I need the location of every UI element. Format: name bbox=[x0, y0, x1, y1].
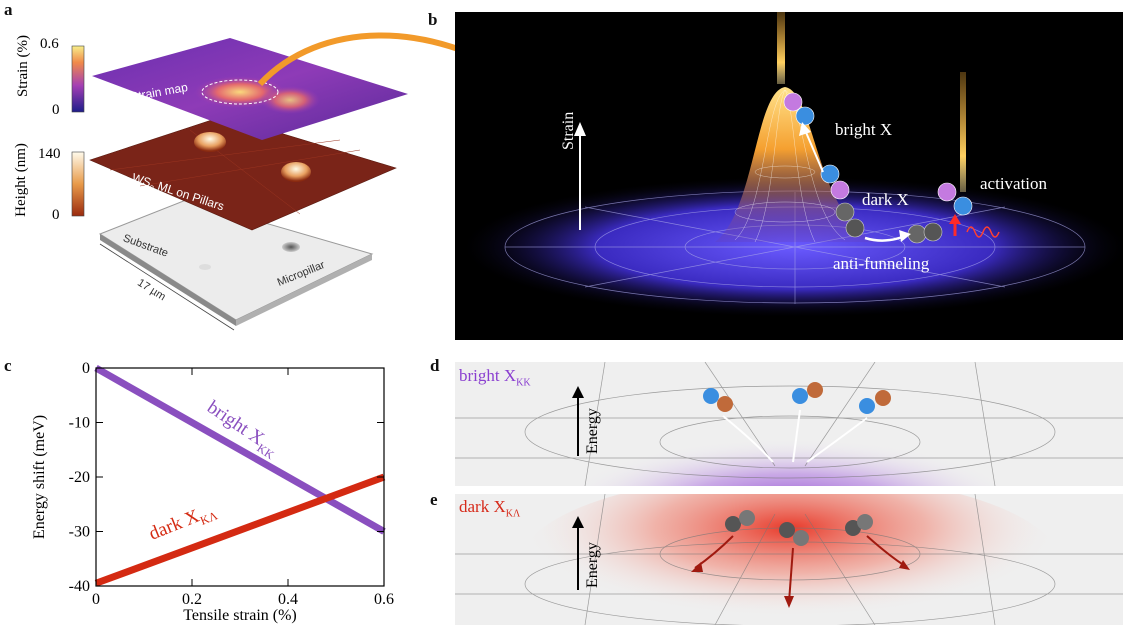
strain-axis-label: Strain (%) bbox=[15, 34, 31, 98]
strain-colorbar bbox=[71, 45, 85, 113]
strain-peak bbox=[715, 87, 875, 242]
height-axis-min: 0 bbox=[52, 207, 60, 223]
exciton-dark bbox=[835, 202, 943, 244]
energy-label-e: Energy bbox=[584, 542, 601, 588]
panel-e-figure bbox=[455, 494, 1123, 625]
x-axis-label: Tensile strain (%) bbox=[183, 607, 297, 624]
pillar-bump-1 bbox=[194, 132, 226, 152]
strain-highlight-ellipse bbox=[201, 79, 279, 105]
dark-x-kl-label: dark XKΛ bbox=[459, 497, 521, 520]
laser-beam-1 bbox=[777, 12, 785, 84]
scale-line bbox=[99, 243, 235, 331]
bright-x-kk-label: bright XKK bbox=[459, 366, 531, 389]
x-tick-label-3: 0.6 bbox=[374, 591, 394, 608]
y-tick-label-3: -30 bbox=[69, 524, 90, 541]
panel-label-d: d bbox=[430, 356, 440, 375]
strain-axis-min: 0 bbox=[52, 102, 60, 118]
panel-label-b: b bbox=[428, 10, 438, 29]
series-line-0 bbox=[94, 364, 386, 535]
x-tick-label-2: 0.4 bbox=[278, 591, 298, 608]
height-colorbar bbox=[71, 151, 85, 217]
y-tick-label-0: 0 bbox=[82, 360, 90, 377]
exciton-bright-top bbox=[783, 92, 815, 126]
x-tick-label-0: 0 bbox=[92, 591, 100, 608]
pillar-bump-2 bbox=[281, 162, 311, 182]
x-tick-label-1: 0.2 bbox=[182, 591, 202, 608]
laser-beam-2 bbox=[960, 72, 966, 192]
panel-b-figure bbox=[455, 12, 1123, 340]
photon-wave bbox=[966, 226, 1000, 238]
panel-label-c: c bbox=[4, 356, 12, 375]
anti-funneling-label: anti-funneling bbox=[833, 254, 930, 273]
dark-exciton-group bbox=[725, 510, 873, 546]
strain-axis-max: 0.6 bbox=[40, 36, 59, 52]
panel-label-e: e bbox=[430, 490, 438, 509]
exciton-bright-mid bbox=[820, 164, 850, 200]
height-axis-label: Height (nm) bbox=[13, 143, 29, 217]
energy-label-d: Energy bbox=[584, 408, 601, 454]
height-axis-max: 140 bbox=[38, 146, 61, 162]
activation-label: activation bbox=[980, 174, 1048, 193]
series-line-1 bbox=[94, 473, 386, 587]
height-map-plane bbox=[90, 116, 396, 230]
bright-x-label: bright X bbox=[835, 120, 893, 139]
exciton-activated bbox=[937, 182, 973, 216]
micropillar-shape bbox=[282, 242, 300, 252]
panel-label-a: a bbox=[4, 0, 13, 19]
strain-arrow-label: Strain bbox=[560, 111, 577, 150]
y-tick-label-2: -20 bbox=[69, 469, 90, 486]
link-arrow bbox=[257, 32, 455, 87]
panel-a-figure bbox=[71, 32, 455, 331]
plot-frame bbox=[95, 367, 385, 587]
panel-d-figure bbox=[455, 362, 1123, 486]
y-tick-label-4: -40 bbox=[69, 578, 90, 595]
y-tick-label-1: -10 bbox=[69, 415, 90, 432]
bright-exciton-group bbox=[703, 382, 891, 414]
dark-x-label: dark X bbox=[862, 190, 909, 209]
y-axis-label: Energy shift (meV) bbox=[31, 415, 48, 539]
